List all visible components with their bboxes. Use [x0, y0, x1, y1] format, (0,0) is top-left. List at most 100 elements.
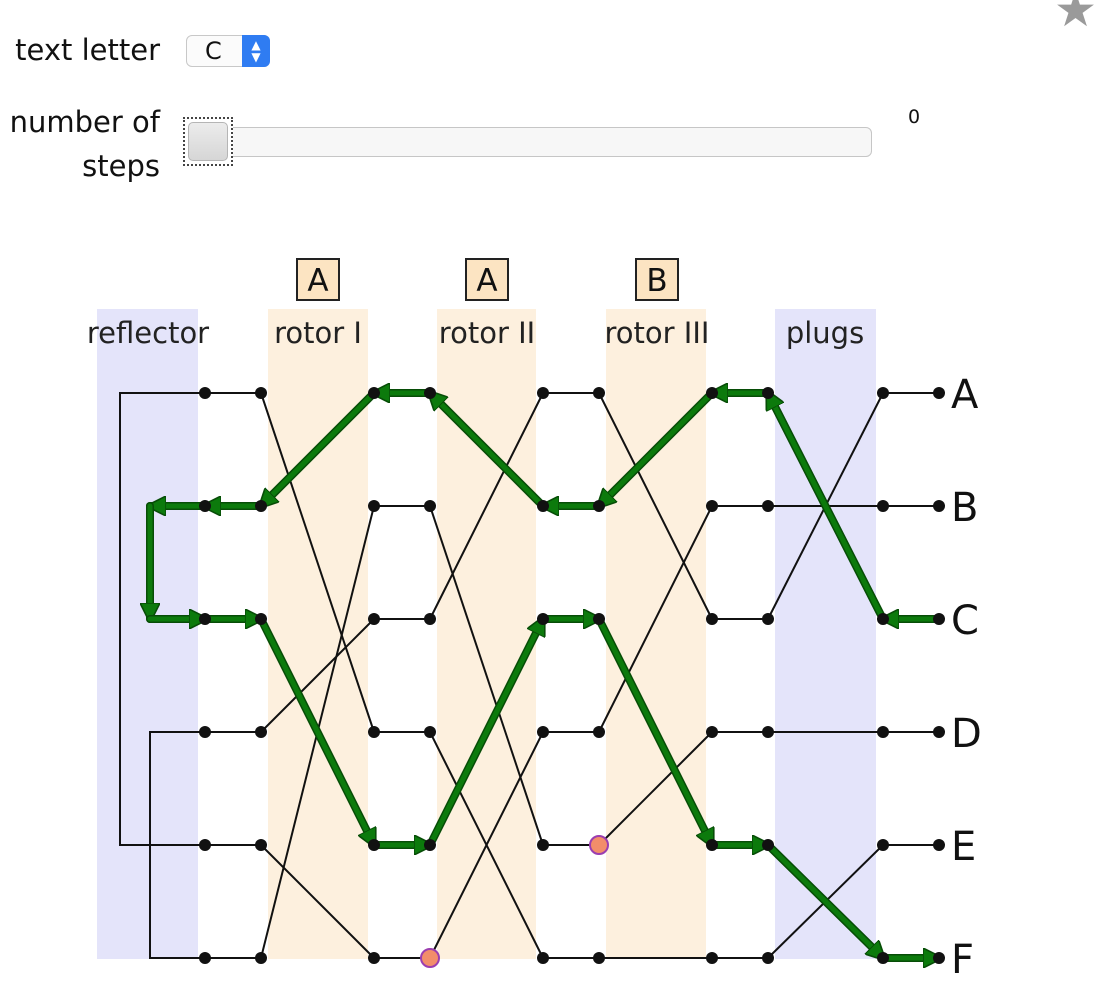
- notch-marker: [420, 948, 440, 968]
- wire-node: [933, 839, 945, 851]
- wire-node: [255, 726, 267, 738]
- reflector-wire: [119, 392, 205, 846]
- wire-node: [537, 500, 549, 512]
- wire-node: [424, 613, 436, 625]
- wire-node: [255, 387, 267, 399]
- notch-marker: [589, 835, 609, 855]
- steps-slider-thumb[interactable]: [183, 117, 233, 166]
- wire-node: [933, 387, 945, 399]
- wire-node: [199, 387, 211, 399]
- signal-path-segment: [768, 393, 886, 622]
- wire: [598, 505, 713, 733]
- rotor-position-letter: A: [476, 263, 497, 299]
- wire-node: [877, 839, 889, 851]
- rotor-position-box: [296, 258, 340, 301]
- wire-node: [706, 839, 718, 851]
- text-letter-select[interactable]: C ▲▼: [186, 35, 270, 67]
- wire-node: [368, 613, 380, 625]
- plugs-band: [775, 309, 876, 959]
- wire-node: [424, 726, 436, 738]
- wire: [598, 731, 713, 846]
- wire-node: [593, 500, 605, 512]
- wire: [598, 392, 713, 620]
- wire-node: [199, 500, 211, 512]
- output-letter: A: [951, 372, 979, 418]
- rotor-position-box: [635, 258, 679, 301]
- rotor-position-box: [465, 258, 509, 301]
- wire: [260, 618, 375, 733]
- reflector-band: [97, 309, 198, 959]
- number-of-steps-label: number of steps: [9, 105, 160, 183]
- wire-node: [537, 387, 549, 399]
- signal-path-segment: [430, 393, 546, 509]
- column-label: rotor I: [274, 316, 362, 350]
- wire-node: [762, 387, 774, 399]
- signal-path-segment: [261, 390, 377, 506]
- wire: [260, 844, 375, 959]
- wire-node: [877, 613, 889, 625]
- wire-node: [368, 726, 380, 738]
- wire-node: [933, 726, 945, 738]
- star-icon[interactable]: ★: [1054, 0, 1098, 38]
- rotor-i-band: [268, 309, 368, 959]
- wire-node: [877, 726, 889, 738]
- wire-node: [593, 613, 605, 625]
- column-label: rotor III: [605, 316, 710, 350]
- wire: [429, 392, 544, 620]
- reflector-wire: [149, 731, 205, 959]
- wire-node: [706, 952, 718, 964]
- wire-node: [368, 387, 380, 399]
- wire-node: [593, 387, 605, 399]
- wire-node: [933, 952, 945, 964]
- wire-node: [706, 500, 718, 512]
- wire-node: [537, 839, 549, 851]
- wire-node: [593, 952, 605, 964]
- signal-path-segment: [427, 619, 543, 848]
- output-letter: B: [951, 485, 978, 531]
- wire-node: [199, 726, 211, 738]
- wire-node: [537, 613, 549, 625]
- wire-node: [762, 952, 774, 964]
- wire: [429, 505, 544, 846]
- wire-node: [424, 500, 436, 512]
- wire-node: [706, 726, 718, 738]
- steps-slider-value: 0: [908, 106, 921, 128]
- wire: [429, 731, 544, 959]
- rotor-position-letter: B: [646, 263, 667, 299]
- wire-node: [537, 952, 549, 964]
- wire-node: [255, 500, 267, 512]
- wire-node: [255, 613, 267, 625]
- wire-node: [877, 952, 889, 964]
- rotor-iii-band: [606, 309, 706, 959]
- wire: [260, 392, 375, 733]
- output-letter: F: [951, 937, 974, 983]
- wire-node: [762, 500, 774, 512]
- wire-node: [877, 387, 889, 399]
- signal-path-segment: [258, 616, 374, 845]
- wire-node: [762, 613, 774, 625]
- rotor-position-letter: A: [307, 263, 328, 299]
- wire-node: [255, 952, 267, 964]
- wire-node: [424, 839, 436, 851]
- output-letter: C: [951, 598, 979, 644]
- wire-node: [877, 500, 889, 512]
- wire-node: [933, 500, 945, 512]
- column-label: rotor II: [439, 316, 535, 350]
- wire-node: [762, 726, 774, 738]
- wire-node: [199, 952, 211, 964]
- wire-node: [706, 387, 718, 399]
- wire-node: [424, 387, 436, 399]
- wire-node: [368, 839, 380, 851]
- wire-node: [255, 839, 267, 851]
- wire-node: [933, 613, 945, 625]
- text-letter-value: C: [205, 37, 222, 65]
- text-letter-label: text letter: [15, 33, 160, 67]
- signal-path-segment: [596, 616, 712, 845]
- signal-path-segment: [765, 842, 883, 958]
- wire-node: [706, 613, 718, 625]
- up-down-chevron-icon: ▲▼: [242, 35, 270, 67]
- column-label: plugs: [786, 316, 864, 350]
- wire-node: [199, 839, 211, 851]
- column-label: reflector: [87, 316, 209, 350]
